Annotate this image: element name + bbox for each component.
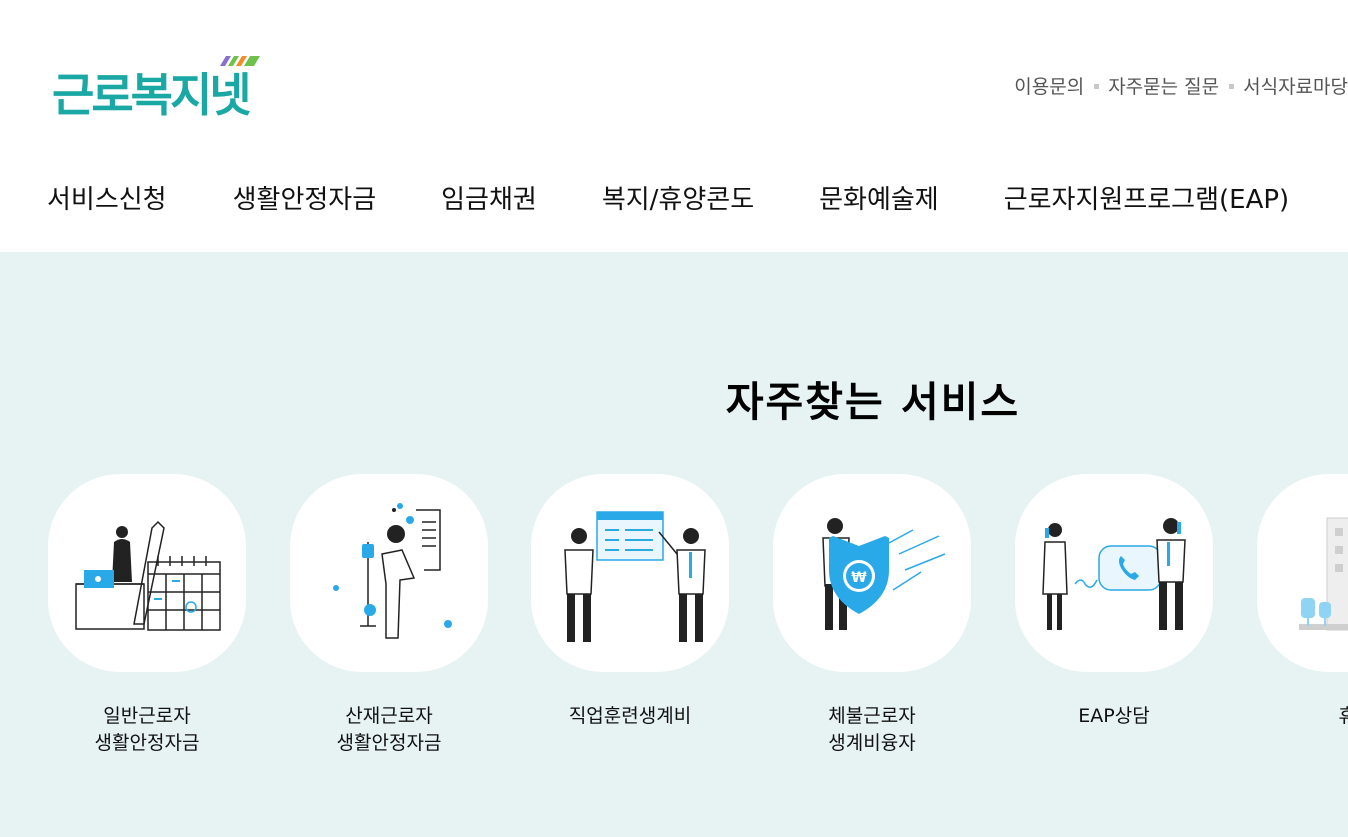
service-card-eap-counseling[interactable]: EAP상담 bbox=[1015, 474, 1213, 730]
logo-stripes bbox=[220, 56, 260, 66]
service-card-circle bbox=[1015, 474, 1213, 672]
injured-worker-iv-icon bbox=[333, 503, 452, 639]
section-title: 자주찾는 서비스 bbox=[725, 378, 1021, 426]
service-card-circle bbox=[290, 474, 488, 672]
phone-counseling-icon bbox=[1042, 518, 1186, 630]
main-nav: 서비스신청 생활안정자금 임금채권 복지/휴양콘도 문화예술제 근로자지원프로그… bbox=[47, 180, 1289, 220]
util-separator bbox=[1094, 84, 1100, 89]
service-card-label: 산재근로자 생활안정자금 bbox=[336, 705, 442, 754]
site-logo[interactable]: 근로복지넷 bbox=[50, 56, 282, 118]
training-board-icon bbox=[564, 511, 706, 642]
util-link-faq[interactable]: 자주묻는 질문 bbox=[1108, 76, 1220, 98]
service-card-label: 일반근로자 생활안정자금 bbox=[94, 705, 200, 754]
service-card-circle bbox=[48, 474, 246, 672]
calendar-worker-icon bbox=[75, 520, 221, 631]
resort-building-icon bbox=[1299, 517, 1348, 631]
nav-item-wage-claim[interactable]: 임금채권 bbox=[441, 185, 537, 215]
won-shield-icon: ₩ bbox=[822, 518, 946, 630]
svg-text:₩: ₩ bbox=[851, 570, 867, 586]
service-card-label: EAP상담 bbox=[1078, 705, 1150, 727]
service-card-label: 체불근로자 생계비융자 bbox=[828, 705, 916, 754]
service-card-injured-worker-fund[interactable]: 산재근로자 생활안정자금 bbox=[290, 474, 488, 757]
service-card-resort[interactable]: 휴양 bbox=[1257, 474, 1348, 730]
nav-item-eap[interactable]: 근로자지원프로그램(EAP) bbox=[1003, 185, 1290, 215]
service-card-label: 휴양 bbox=[1338, 705, 1348, 727]
util-link-forms[interactable]: 서식자료마당 bbox=[1243, 76, 1348, 98]
util-separator bbox=[1229, 84, 1235, 89]
service-card-circle bbox=[531, 474, 729, 672]
util-link-inquiry[interactable]: 이용문의 bbox=[1014, 76, 1085, 98]
nav-item-culture-festival[interactable]: 문화예술제 bbox=[819, 185, 939, 215]
logo-text: 근로복지넷 bbox=[52, 69, 250, 118]
quick-services-section: 자주찾는 서비스 bbox=[0, 252, 1348, 837]
nav-item-service-apply[interactable]: 서비스신청 bbox=[47, 185, 167, 215]
service-card-circle: ₩ bbox=[773, 474, 971, 672]
service-card-general-worker-fund[interactable]: 일반근로자 생활안정자금 bbox=[48, 474, 246, 757]
service-card-label: 직업훈련생계비 bbox=[568, 705, 692, 727]
nav-item-welfare-condo[interactable]: 복지/휴양콘도 bbox=[601, 185, 755, 215]
service-card-vocational-training-living[interactable]: 직업훈련생계비 bbox=[531, 474, 729, 730]
nav-item-living-fund[interactable]: 생활안정자금 bbox=[232, 185, 377, 215]
utility-nav: 이용문의 자주묻는 질문 서식자료마당 bbox=[1014, 72, 1348, 99]
service-card-circle bbox=[1257, 474, 1348, 672]
site-header: 근로복지넷 이용문의 자주묻는 질문 서식자료마당 서비스신청 생활안정자금 임… bbox=[0, 0, 1348, 252]
service-card-unpaid-worker-loan[interactable]: ₩ 체불근로자 생계비융자 bbox=[773, 474, 971, 757]
